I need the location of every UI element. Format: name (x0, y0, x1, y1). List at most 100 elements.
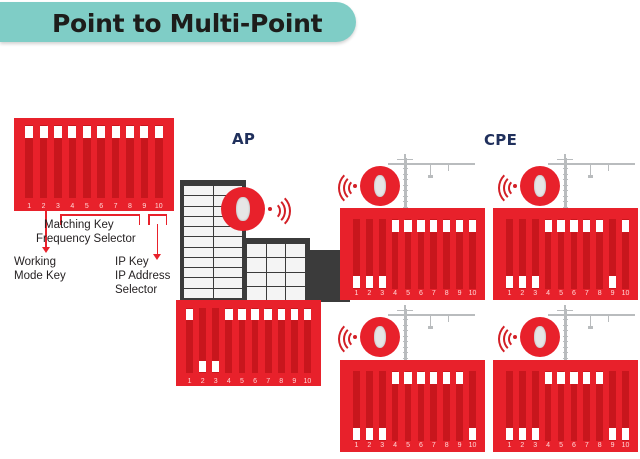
dip-switch-4[interactable] (544, 220, 552, 232)
ip-leader (156, 224, 159, 254)
dip-switch-5[interactable] (557, 220, 565, 232)
dip-switch-3[interactable] (531, 428, 539, 440)
dip-switch-8[interactable] (443, 220, 451, 232)
dip-channel (186, 308, 193, 373)
dip-switch-2[interactable] (198, 360, 207, 372)
dip-switch-9[interactable] (456, 372, 464, 384)
dip-number-label: 2 (520, 442, 525, 449)
building-window (266, 244, 286, 258)
crane-counter-jib (388, 314, 404, 316)
dip-switch-1[interactable] (352, 276, 361, 288)
building-window (286, 286, 305, 300)
dip-switch-10[interactable] (468, 220, 477, 232)
dip-switch-3[interactable] (531, 276, 539, 288)
title-banner: Point to Multi-Point (0, 2, 356, 42)
crane-tower-tie (557, 159, 573, 161)
crane-counter-jib (548, 163, 564, 165)
building-window (213, 186, 242, 196)
dip-switch-4[interactable] (544, 372, 552, 384)
dip-switch-8[interactable] (443, 372, 451, 384)
dip-switch-7[interactable] (430, 372, 438, 384)
dip-switch-6[interactable] (251, 309, 259, 321)
dip-switch-1[interactable] (352, 428, 361, 440)
dip-switch-9[interactable] (609, 276, 617, 288)
dip-switch-8[interactable] (277, 309, 285, 321)
dip-switch-9[interactable] (290, 309, 298, 321)
working-mode-arrow (41, 247, 50, 253)
dip-switch-8[interactable] (125, 126, 135, 139)
crane-mast-rung (562, 184, 568, 186)
dip-switch-10[interactable] (468, 428, 477, 440)
dip-channel (570, 371, 578, 441)
dip-switch-6[interactable] (570, 220, 578, 232)
dip-switch-10[interactable] (621, 428, 630, 440)
dip-number-label: 1 (354, 442, 359, 449)
crane-mast-rung (402, 352, 408, 354)
dip-switch-1[interactable] (505, 428, 514, 440)
dip-switch-2[interactable] (39, 126, 48, 139)
dip-switch-5[interactable] (404, 372, 412, 384)
dip-switch-9[interactable] (456, 220, 464, 232)
dip-switch-9[interactable] (140, 126, 149, 139)
dip-switch-7[interactable] (111, 126, 120, 139)
dip-channel (417, 371, 425, 441)
dip-switch-4[interactable] (225, 309, 233, 321)
dip-switch-5[interactable] (238, 309, 246, 321)
dip-switch-2[interactable] (518, 276, 526, 288)
dip-switch-3[interactable] (53, 126, 63, 139)
dip-switch-3[interactable] (378, 428, 386, 440)
matching-bracket-right (138, 215, 141, 225)
crane-hook-block (588, 326, 593, 329)
dip-channel (225, 308, 233, 373)
dip-switch-10[interactable] (621, 220, 630, 232)
dip-switch-3[interactable] (212, 360, 220, 372)
dip-switch-5[interactable] (557, 372, 565, 384)
crane-mast-rung (562, 179, 568, 181)
dip-switch-5[interactable] (404, 220, 412, 232)
dip-switch-10[interactable] (154, 126, 163, 139)
dip-switch-8[interactable] (596, 220, 604, 232)
dip-switch-4[interactable] (391, 220, 399, 232)
crane-mast-rung (402, 335, 408, 337)
dip-switch-1[interactable] (505, 276, 514, 288)
dip-switch-4[interactable] (68, 126, 77, 139)
dip-switch-6[interactable] (97, 126, 106, 139)
dip-switch-8[interactable] (596, 372, 604, 384)
dip-switch-5[interactable] (82, 126, 91, 139)
dip-switch-6[interactable] (417, 372, 425, 384)
dip-channel (430, 219, 438, 289)
dip-switch-7[interactable] (583, 220, 591, 232)
dip-number-label: 9 (457, 442, 462, 449)
crane-hoist-line (608, 164, 609, 171)
crane-mast-rung (562, 346, 568, 348)
dip-switch-7[interactable] (264, 309, 272, 321)
dip-switch-7[interactable] (430, 220, 438, 232)
dip-switch-4[interactable] (391, 372, 399, 384)
crane-mast-rung (402, 179, 408, 181)
dip-switch-1[interactable] (185, 309, 194, 321)
dip-switch-2[interactable] (365, 276, 373, 288)
dip-switch-1[interactable] (25, 126, 34, 139)
dip-number-label: 10 (303, 378, 312, 385)
dip-switch-3[interactable] (378, 276, 386, 288)
ip-bracket-right (165, 215, 168, 225)
dip-switch-6[interactable] (417, 220, 425, 232)
building-window (266, 272, 286, 286)
dip-number-label: 10 (468, 442, 477, 449)
crane-tower-tie (557, 310, 573, 312)
dip-number-label: 1 (507, 442, 512, 449)
dip-switch-6[interactable] (570, 372, 578, 384)
dip-switch-2[interactable] (365, 428, 373, 440)
dip-switch-9[interactable] (609, 428, 617, 440)
dip-switch-2[interactable] (518, 428, 526, 440)
building-mid-windows (247, 244, 305, 300)
dip-switch-10[interactable] (303, 309, 312, 321)
dip-switch-7[interactable] (583, 372, 591, 384)
building-window (184, 288, 213, 298)
